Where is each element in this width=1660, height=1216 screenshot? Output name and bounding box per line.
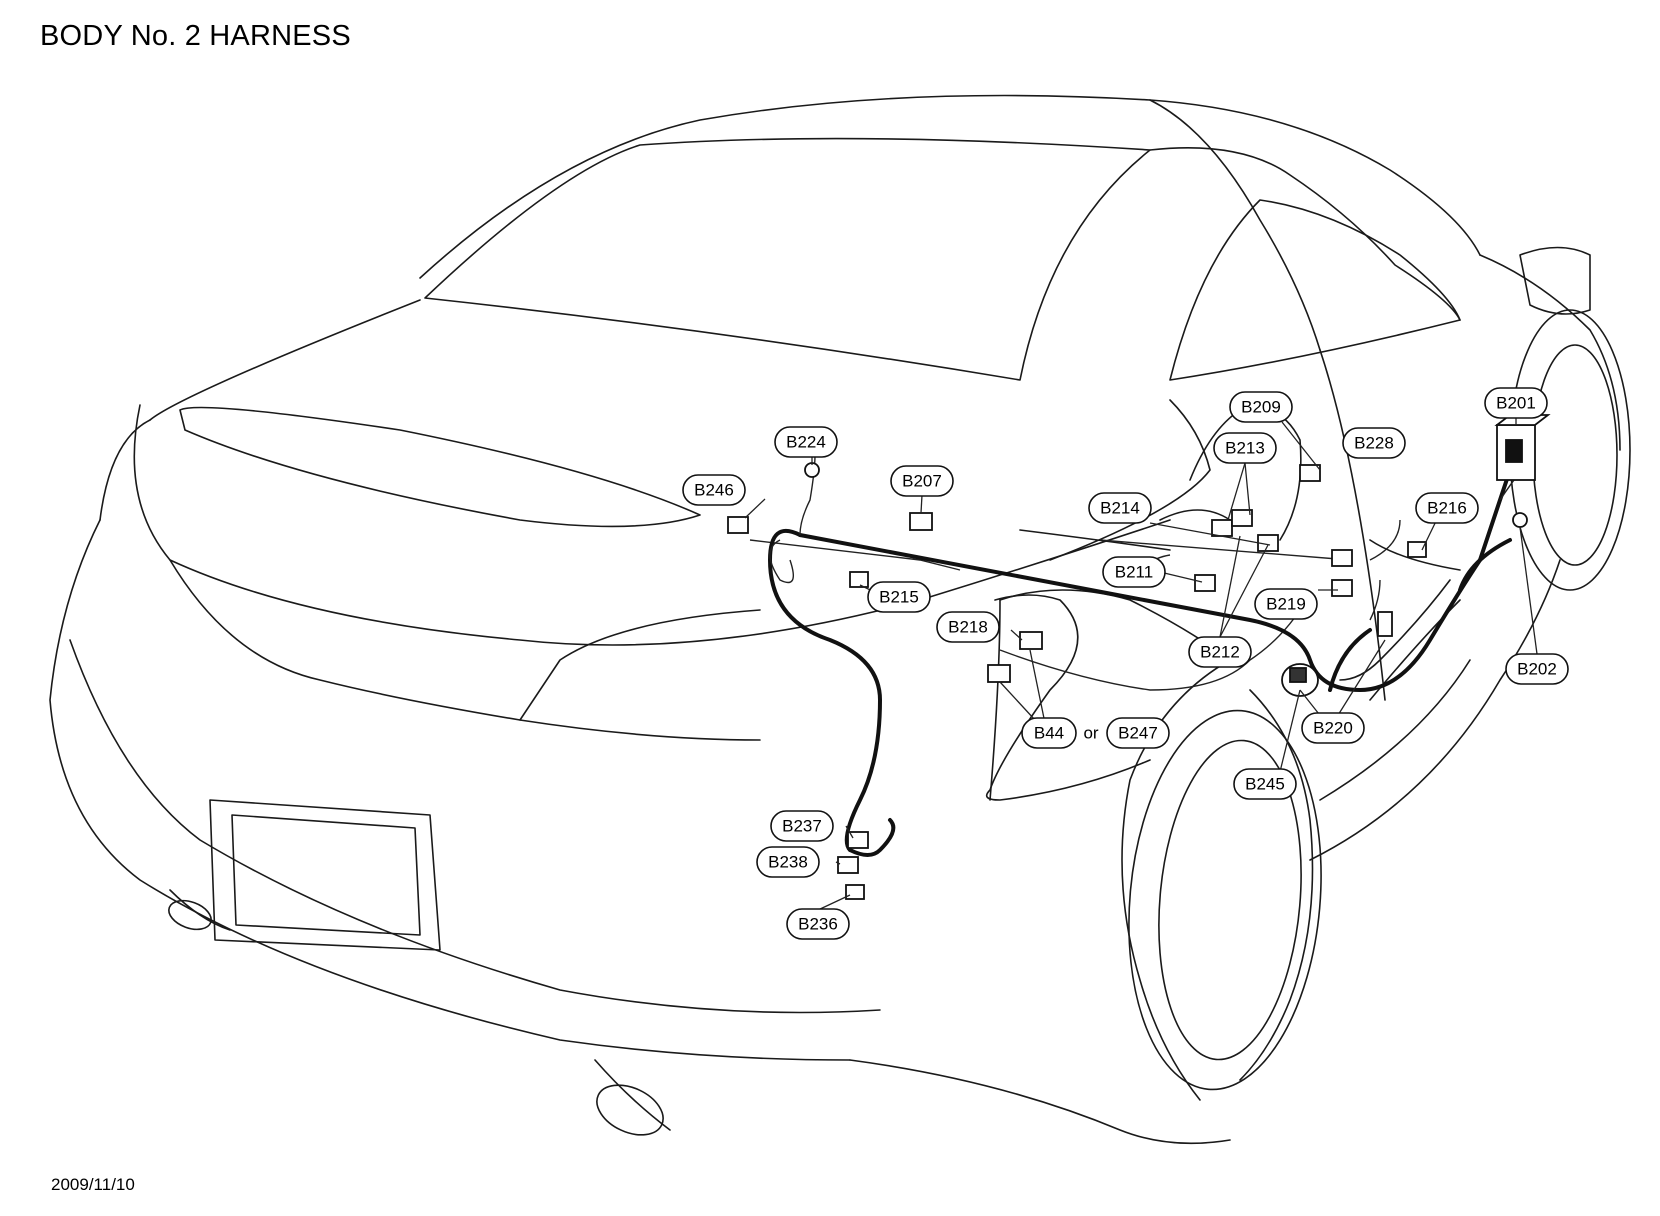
label-b219: B219 (1254, 588, 1318, 620)
label-b216-text: B216 (1427, 499, 1467, 518)
label-b44: B44 (1021, 717, 1077, 749)
label-b201: B201 (1484, 387, 1548, 419)
label-b237: B237 (770, 810, 834, 842)
connector-shapes (727, 414, 1551, 900)
label-b220-text: B220 (1313, 719, 1353, 738)
label-b44-text: B44 (1034, 724, 1064, 743)
label-b209-text: B209 (1241, 398, 1281, 417)
label-b246: B246 (682, 474, 746, 506)
label-b224: B224 (774, 426, 838, 458)
label-b213-text: B213 (1225, 439, 1265, 458)
car-outline (49, 94, 1631, 1145)
label-b246-text: B246 (694, 481, 734, 500)
label-b212-text: B212 (1200, 643, 1240, 662)
label-b237-text: B237 (782, 817, 822, 836)
label-b202-text: B202 (1517, 660, 1557, 679)
label-b236-text: B236 (798, 915, 838, 934)
label-b238: B238 (756, 846, 820, 878)
label-b202: B202 (1505, 653, 1569, 685)
label-b215-text: B215 (879, 588, 919, 607)
label-b201-text: B201 (1496, 394, 1536, 413)
label-b209: B209 (1229, 391, 1293, 423)
label-b247: B247 (1106, 717, 1170, 749)
label-b245-text: B245 (1245, 775, 1285, 794)
label-b247-text: B247 (1118, 724, 1158, 743)
label-b214: B214 (1088, 492, 1152, 524)
label-b218-text: B218 (948, 618, 988, 637)
label-b220: B220 (1301, 712, 1365, 744)
label-b212: B212 (1188, 636, 1252, 668)
label-b218: B218 (936, 611, 1000, 643)
label-b245: B245 (1233, 768, 1297, 800)
diagram-title: BODY No. 2 HARNESS (40, 20, 351, 52)
label-b228-text: B228 (1354, 434, 1394, 453)
label-b228: B228 (1342, 427, 1406, 459)
label-b238-text: B238 (768, 853, 808, 872)
label-b207: B207 (890, 465, 954, 497)
label-b236: B236 (786, 908, 850, 940)
leader-lines (744, 418, 1538, 911)
or-separator: or (1083, 724, 1098, 743)
label-b213: B213 (1213, 432, 1277, 464)
diagram-date: 2009/11/10 (51, 1175, 135, 1194)
label-b215: B215 (867, 581, 931, 613)
label-b216: B216 (1415, 492, 1479, 524)
label-b211-text: B211 (1115, 563, 1153, 582)
label-b219-text: B219 (1266, 595, 1306, 614)
label-b224-text: B224 (786, 433, 826, 452)
label-b211: B211 (1102, 556, 1166, 588)
label-b214-text: B214 (1100, 499, 1140, 518)
label-b207-text: B207 (902, 472, 942, 491)
connector-labels: B201 B202 B207 B209 B211 B212 B213 B214 … (682, 387, 1569, 940)
